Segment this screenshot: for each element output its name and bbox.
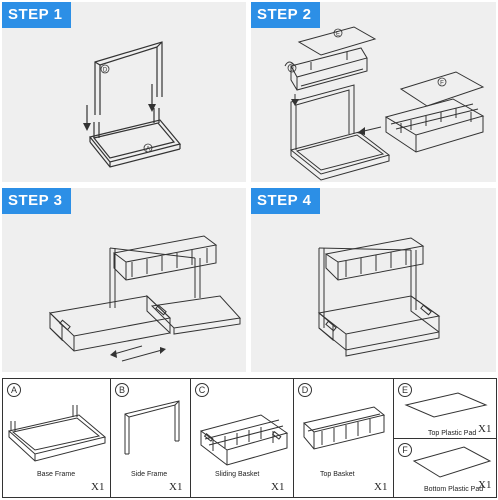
step2-bottom-pad-marker: F [440, 81, 444, 87]
part-d-qty: X1 [374, 481, 388, 493]
step-1-label: STEP 1 [2, 2, 72, 28]
part-a-cell: A Base Frame X1 [3, 379, 111, 497]
part-c-name: Sliding Basket [215, 471, 260, 478]
part-c-qty: X1 [271, 481, 285, 493]
step-2-label: STEP 2 [251, 2, 321, 28]
step-1-illustration: D A [83, 41, 182, 168]
part-d-cell: D Top Basket X1 [294, 379, 394, 497]
part-b-letter: B [115, 383, 129, 397]
part-f-letter: F [398, 443, 412, 457]
part-b-qty: X1 [169, 481, 183, 493]
top-basket-icon [302, 406, 386, 450]
part-b-name: Side Frame [131, 471, 168, 478]
step-3-label: STEP 3 [2, 188, 72, 214]
step1-base-marker: A [146, 147, 150, 153]
step-2-panel: E B F STEP 2 [251, 2, 496, 182]
step-1-panel: D A STEP 1 [2, 2, 246, 182]
part-b-cell: B Side Frame X1 [111, 379, 191, 497]
part-a-name: Base Frame [37, 471, 76, 478]
part-e-qty: X1 [478, 423, 492, 435]
part-a-qty: X1 [91, 481, 105, 493]
step2-side-marker: B [290, 67, 294, 73]
step1-side-marker: D [103, 68, 108, 74]
bottom-plastic-pad-icon [412, 446, 492, 478]
part-e-name: Top Plastic Pad [428, 430, 477, 437]
top-plastic-pad-icon [404, 392, 488, 418]
step-4-panel: STEP 4 [251, 188, 496, 372]
part-e-cell: E Top Plastic Pad X1 [394, 379, 496, 439]
part-c-cell: C Sliding Basket X1 [191, 379, 294, 497]
part-e-letter: E [398, 383, 412, 397]
part-f-cell: F Bottom Plastic Pad X1 [394, 439, 496, 497]
step-4-label: STEP 4 [251, 188, 321, 214]
parts-list: A Base Frame X1 B Side Frame X1 [2, 378, 497, 498]
part-d-letter: D [298, 383, 312, 397]
part-pads-cell: E Top Plastic Pad X1 F Bottom Plastic Pa… [394, 379, 496, 497]
part-d-name: Top Basket [320, 471, 355, 478]
base-frame-icon [7, 405, 107, 462]
sliding-basket-icon [199, 414, 289, 466]
part-a-letter: A [7, 383, 21, 397]
step-3-illustration [48, 235, 241, 362]
step-4-illustration [317, 237, 441, 357]
step-3-panel: STEP 3 [2, 188, 246, 372]
part-f-name: Bottom Plastic Pad [424, 486, 484, 493]
step-2-illustration: E B F [284, 26, 485, 181]
part-f-qty: X1 [478, 479, 492, 491]
side-frame-icon [124, 400, 180, 455]
step2-top-pad-marker: E [336, 32, 340, 38]
part-c-letter: C [195, 383, 209, 397]
